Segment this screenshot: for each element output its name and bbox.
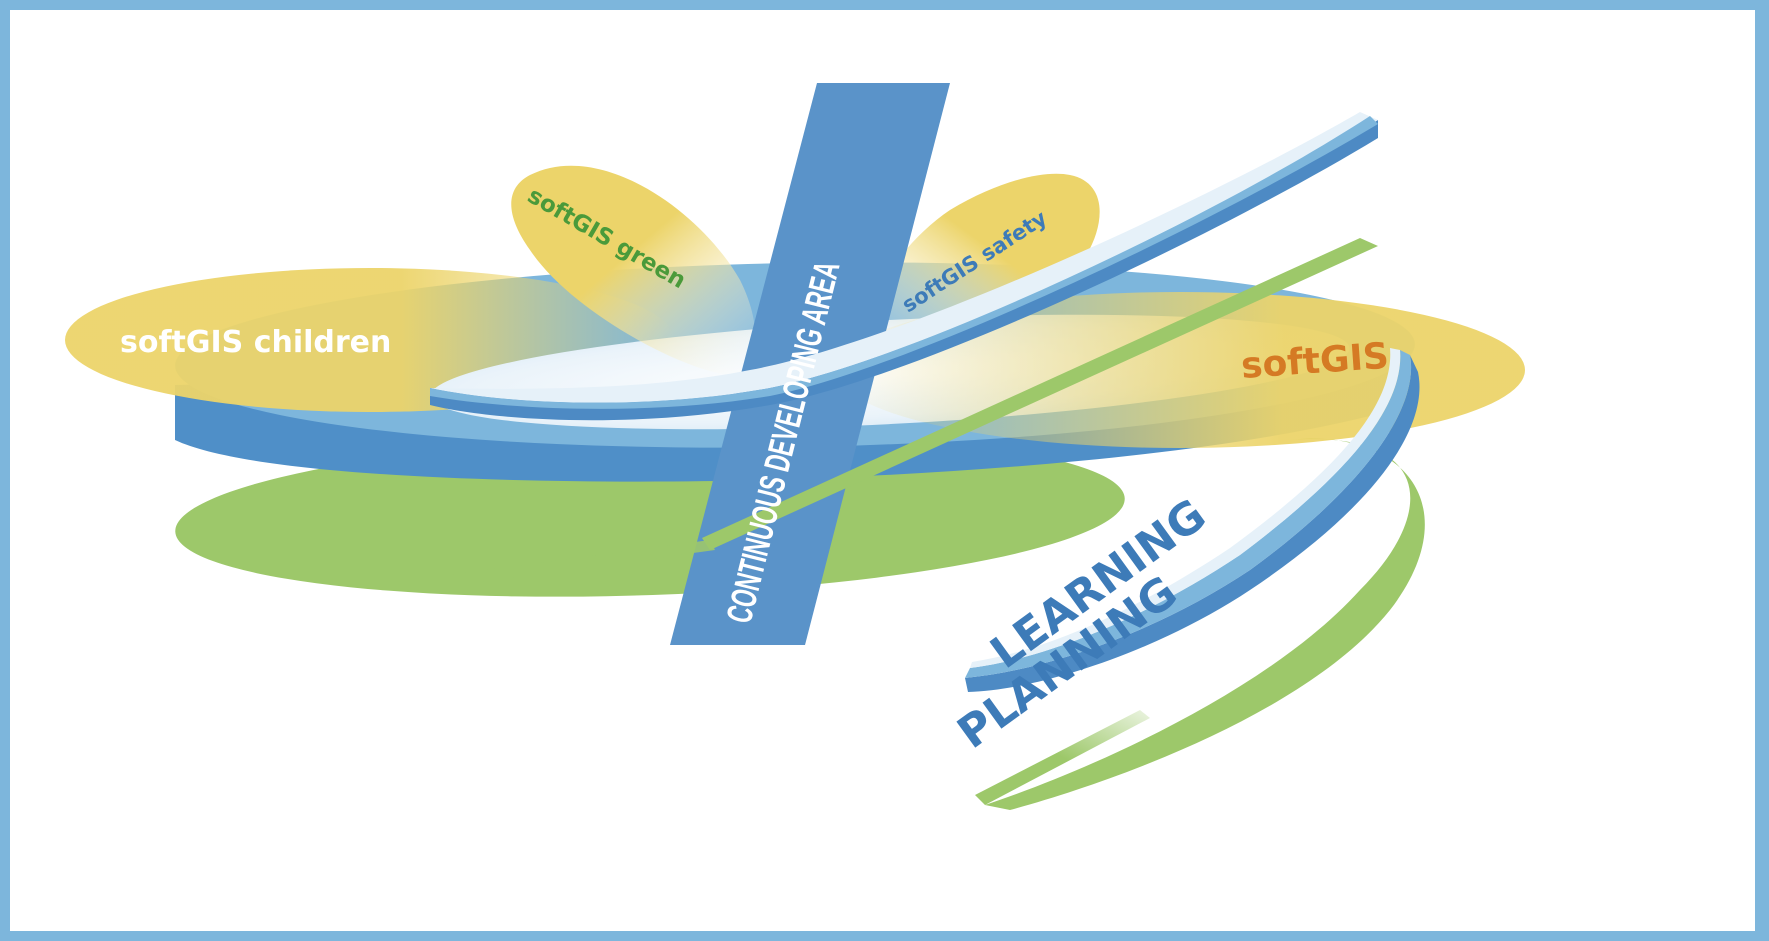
learning-ribbon-side <box>430 120 1378 421</box>
softgis-diagram: softGIS children softGIS green softGIS s… <box>65 83 1525 810</box>
ring-band-side <box>965 355 1420 692</box>
softgis-safety-petal <box>864 173 1100 346</box>
softgis-green-petal <box>511 165 756 376</box>
label-softgis-children: softGIS children <box>120 325 391 360</box>
learning-ribbon-top <box>430 112 1378 403</box>
green-diagonal-line-lower <box>450 540 715 585</box>
green-diagonal-line <box>702 238 1378 550</box>
green-lower-line <box>975 710 1150 805</box>
green-ring-arc <box>985 438 1425 810</box>
learning-ribbon-mid <box>430 116 1378 409</box>
